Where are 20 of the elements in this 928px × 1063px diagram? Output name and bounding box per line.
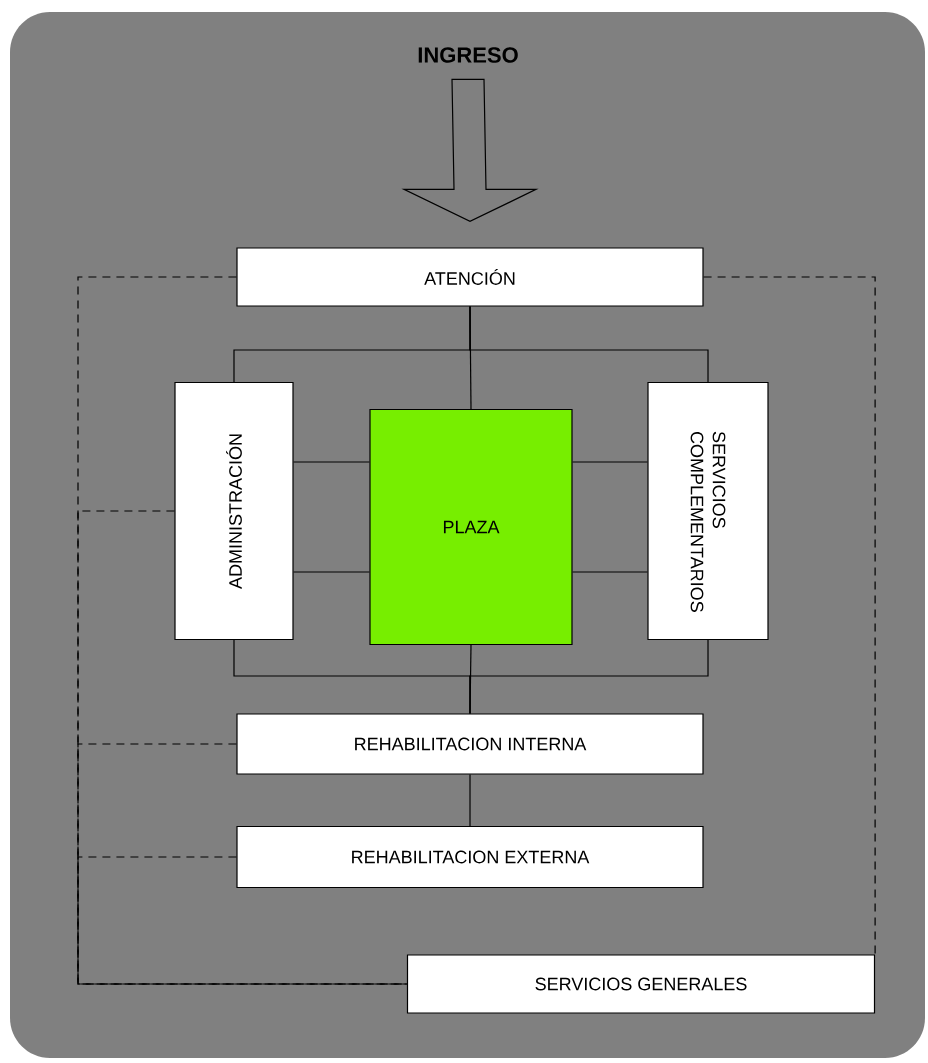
dashed-connector (77, 743, 408, 985)
connector (572, 461, 648, 463)
entrance-label: INGRESO (418, 47, 518, 63)
area-box: SERVICIOS GENERALES (406, 954, 876, 1014)
area-box: ATENCIÓN (236, 247, 704, 307)
area-box: ADMINISTRACIÓN (174, 381, 294, 641)
area-box: REHABILITACION INTERNA (236, 713, 704, 775)
area-box: SERVICIOS COMPLEMENTARIOS (647, 381, 769, 641)
connector (293, 461, 370, 463)
connector (469, 639, 709, 714)
dashed-connector (77, 510, 408, 985)
connector (469, 774, 471, 827)
connector (293, 571, 370, 573)
connector (572, 571, 648, 573)
dashed-connector (703, 276, 876, 955)
entry-arrow (401, 78, 539, 223)
area-box: REHABILITACION EXTERNA (236, 825, 704, 889)
dashed-connector (77, 856, 408, 985)
connector (469, 306, 709, 383)
plaza-box: PLAZA (369, 408, 573, 646)
